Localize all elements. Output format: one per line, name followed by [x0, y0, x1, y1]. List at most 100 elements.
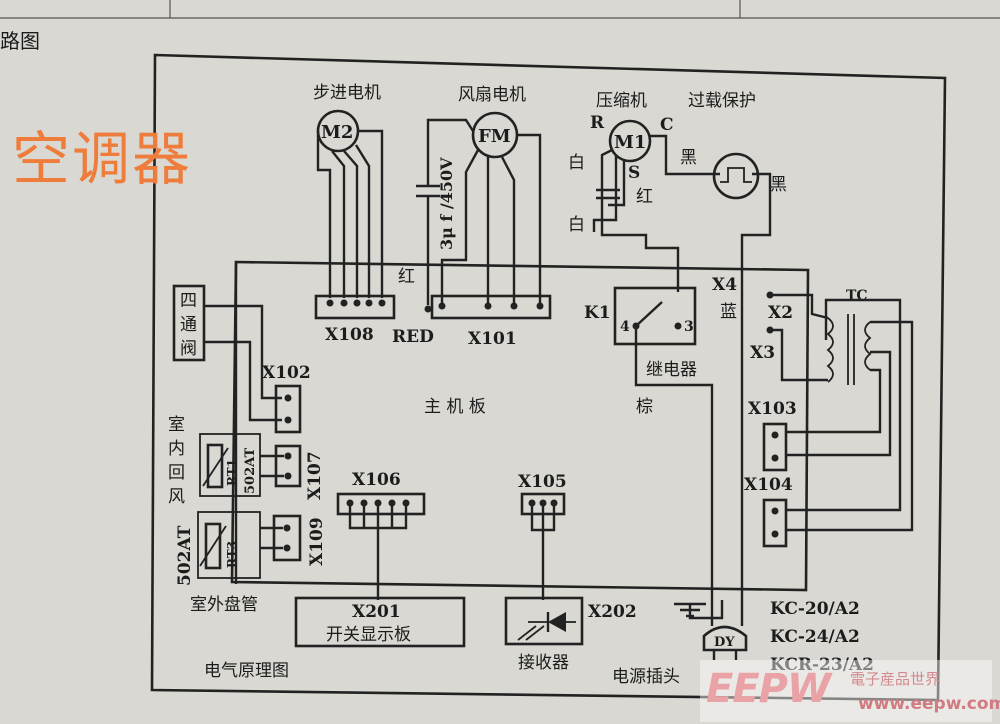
relay-switch [635, 301, 663, 327]
display-board-id: X201 [352, 602, 401, 622]
connector-red-label: RED [392, 327, 434, 347]
connector-x109-label: X109 [307, 517, 327, 566]
connector-x104-label: X104 [744, 475, 793, 495]
model-3: KCR-23/A2 [770, 655, 874, 675]
connector-x106-box [336, 492, 426, 516]
connector-x3-label: X3 [750, 343, 775, 363]
connector-x103-box [762, 422, 788, 472]
watermark-url: www.eepw.com.cn [858, 694, 1000, 714]
stepper-motor-wires [316, 129, 384, 298]
watermark-logo: EEPW [706, 666, 831, 712]
indoor-sensor-char-4: 风 [168, 487, 185, 507]
connector-x106-wires [348, 503, 408, 600]
capacitor-symbol [416, 184, 440, 198]
receiver-box [504, 596, 584, 646]
fan-motor-wires [426, 118, 542, 305]
display-board-box [294, 596, 466, 648]
fan-motor-id: FM [478, 126, 511, 147]
stepper-motor-label: 步进电机 [313, 83, 381, 103]
wire-color-brown: 棕 [636, 397, 653, 417]
connector-x103-label: X103 [748, 399, 797, 419]
connector-x104-box [762, 498, 788, 548]
compressor-pin-s: S [628, 163, 640, 183]
relay-pin-4: 4 [620, 319, 630, 335]
indoor-sensor-char-3: 回 [168, 463, 185, 483]
rt1-value: 502AT [243, 447, 258, 494]
rt1-resistor [206, 443, 224, 489]
connector-x108-label: X108 [325, 325, 374, 345]
outdoor-sensor-label: 室外盘管 [190, 595, 258, 615]
compressor-pin-r: R [590, 113, 605, 133]
overlay-title: 空调器 [12, 125, 193, 193]
four-way-valve-char-2: 通 [180, 315, 197, 335]
red-terminal [424, 305, 432, 313]
fan-motor-label: 风扇电机 [458, 85, 526, 105]
connector-x101-box [430, 294, 552, 320]
connector-x4-label: X4 [712, 275, 737, 295]
mainboard-frame [230, 260, 810, 592]
wire-color-red-s: 红 [636, 187, 653, 207]
compressor-start-cap [596, 188, 620, 200]
connector-x107-label: X107 [305, 451, 325, 500]
rt1-frame [199, 433, 261, 497]
compressor-symbol [608, 119, 652, 163]
compressor-wires [592, 134, 772, 292]
wire-color-blue: 蓝 [720, 302, 737, 322]
stepper-motor-id: M2 [321, 122, 353, 143]
rt3-resistor [204, 522, 222, 570]
receiver-diode-icon [517, 612, 576, 641]
plug-id: DY [714, 635, 735, 650]
transformer-label: TC [846, 288, 868, 304]
display-board-name: 开关显示板 [326, 625, 411, 645]
plug-symbol [702, 625, 748, 652]
wire-color-white-1: 白 [568, 153, 585, 173]
relay-box [613, 286, 697, 346]
wire-color-black-2: 黑 [770, 175, 787, 195]
wire-color-white-2: 白 [568, 215, 585, 235]
connector-x105-wires [530, 503, 556, 600]
connector-x101-pins [438, 302, 544, 310]
compressor-label: 压缩机 [596, 91, 647, 111]
connector-x106-label: X106 [352, 470, 401, 490]
indoor-sensor-char-2: 内 [168, 439, 185, 459]
receiver-name: 接收器 [518, 653, 569, 673]
connector-x2-label: X2 [768, 303, 793, 323]
four-way-valve-box [172, 284, 206, 362]
receiver-id: X202 [588, 602, 637, 622]
watermark-tagline: 電子産品世界 [850, 670, 941, 688]
connector-x105-label: X105 [518, 472, 567, 492]
overload-label: 过载保护 [688, 91, 756, 111]
compressor-pin-c: C [660, 115, 674, 135]
relay-label: 继电器 [646, 360, 697, 380]
connector-x108-pins [326, 299, 386, 307]
connector-x101-label: X101 [468, 329, 517, 349]
indoor-sensor-char-1: 室 [168, 415, 185, 435]
watermark: EEPW 電子産品世界 www.eepw.com.cn [700, 660, 1000, 722]
connector-x108-box [314, 294, 396, 320]
four-way-valve-char-3: 阀 [180, 339, 197, 359]
plug-leads [710, 598, 744, 626]
four-way-valve-char-1: 四 [180, 291, 197, 311]
outer-frame [150, 53, 947, 702]
model-2: KC-24/A2 [770, 627, 860, 647]
capacitor-value: 3μ f /450V [437, 157, 456, 250]
wire-color-black-1: 黑 [680, 148, 697, 168]
transformer-symbol [826, 314, 872, 385]
model-1: KC-20/A2 [770, 599, 860, 619]
connector-x107-box [274, 444, 302, 488]
overload-contact [720, 167, 752, 183]
connector-x102-box [274, 384, 302, 434]
four-way-valve-wire-2 [204, 340, 282, 422]
rt3-value: 502AT [175, 525, 195, 586]
ground-icon [674, 600, 724, 620]
overload-symbol [712, 152, 760, 200]
transformer-wires [770, 293, 914, 532]
corner-label: 路图 [0, 29, 40, 53]
plug-name: 电源插头 [612, 667, 680, 687]
four-way-valve-wire-1 [204, 304, 282, 400]
mainboard-label: 主 机 板 [424, 397, 486, 417]
connector-x109-box [272, 514, 302, 562]
connector-x102-label: X102 [262, 363, 311, 383]
rt3-frame [197, 511, 261, 579]
